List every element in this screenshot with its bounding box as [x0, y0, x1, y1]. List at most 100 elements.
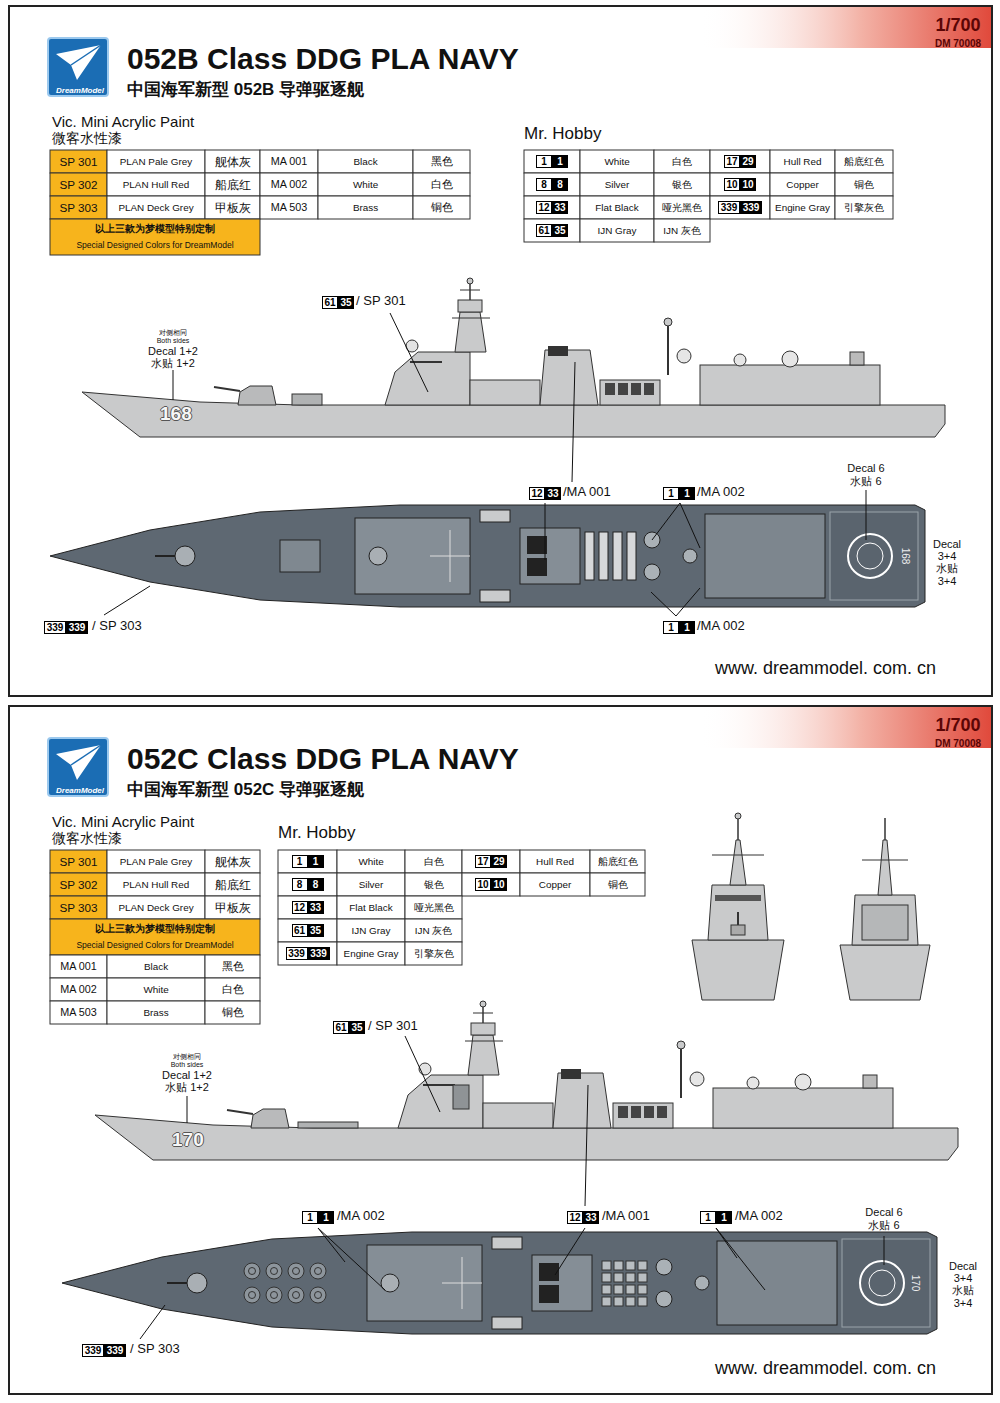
paint-cell: SP 302 — [50, 873, 107, 896]
color-code: 8 — [292, 878, 308, 891]
gun-turret — [731, 925, 745, 935]
radome — [369, 547, 387, 565]
color-code: 339 — [740, 201, 762, 214]
paint-cell: Special Designed Colors for DreamModel — [50, 937, 260, 954]
color-code: 1 — [679, 621, 695, 634]
paint-cell: 白色 — [654, 150, 710, 173]
radome — [747, 1077, 759, 1089]
callout-text: /MA 002 — [735, 1209, 783, 1224]
hangar-roof — [717, 1241, 837, 1325]
callout-text: Decal 1+2 — [162, 1069, 212, 1082]
brand-name: DreamModel — [50, 86, 110, 95]
vls-cell — [614, 1297, 623, 1306]
table-cell-frame — [337, 850, 405, 873]
vls-cell — [626, 1273, 635, 1282]
leader-lines — [104, 313, 884, 1339]
table-cell-frame — [770, 150, 835, 173]
paint-cell: 舰体灰 — [205, 150, 260, 173]
mast-tower — [878, 840, 892, 895]
paint-cell: SP 302 — [50, 173, 107, 196]
table-cell-frame — [278, 942, 337, 965]
paint-cell: MA 503 — [50, 1001, 107, 1024]
vls-hatch — [249, 1268, 256, 1275]
mast-yard — [465, 1041, 503, 1042]
paint-cell: IJN 灰色 — [654, 219, 710, 242]
leader-line — [572, 362, 575, 482]
leader-line — [652, 503, 680, 540]
radome — [782, 351, 798, 367]
paint-cell: 铜色 — [205, 1001, 260, 1024]
table-cell-frame — [205, 173, 260, 196]
mast-light — [735, 813, 741, 819]
bridge-windows — [410, 361, 442, 363]
mast-yard — [862, 860, 908, 861]
callout-text: /MA 002 — [697, 485, 745, 500]
boat — [492, 1317, 522, 1329]
hangar — [713, 1088, 893, 1128]
helipad-ring — [860, 1261, 904, 1305]
table-cell-frame — [205, 1001, 260, 1024]
table-cell-frame — [835, 196, 893, 219]
table-cell-frame — [524, 150, 580, 173]
radome — [656, 1259, 672, 1275]
callout-text: / SP 303 — [130, 1342, 180, 1357]
table-cell-frame — [107, 1001, 205, 1024]
color-code: 339 — [82, 1344, 104, 1357]
table-heading: Vic. Mini Acrylic Paint — [52, 813, 194, 830]
leader-line — [866, 490, 867, 540]
table-cell-frame — [50, 955, 107, 978]
ciws — [850, 352, 864, 365]
paint-cell: 船底红 — [205, 873, 260, 896]
color-code: 1 — [302, 1211, 318, 1224]
leader-line — [680, 503, 700, 548]
helipad-ring — [869, 1270, 895, 1296]
color-code: 10 — [491, 878, 507, 891]
color-code: 12 — [529, 487, 545, 500]
ship-top-052c — [62, 1232, 937, 1334]
table-cell-frame — [405, 896, 462, 919]
paint-cell: 白色 — [413, 173, 470, 196]
boat — [480, 510, 510, 522]
color-code: 1 — [663, 487, 679, 500]
paint-cell: PLAN Hull Red — [107, 173, 205, 196]
aft-mast-top — [677, 1041, 685, 1049]
radome — [795, 1074, 811, 1090]
gun-turret — [175, 546, 195, 566]
callout-text: /MA 001 — [602, 1209, 650, 1224]
missile-canister — [585, 532, 594, 580]
vls-cell — [626, 1261, 635, 1270]
paint-cell: Hull Red — [520, 850, 590, 873]
vls-cell — [602, 1285, 611, 1294]
table-cell-frame — [318, 150, 413, 173]
vls-cell — [266, 1263, 282, 1279]
sheet-subtitle: 中国海军新型 052B 导弹驱逐舰 — [127, 80, 364, 100]
mast-pole — [469, 282, 471, 300]
color-code: 1 — [292, 855, 308, 868]
gun-turret — [238, 386, 276, 405]
funnel-top — [520, 528, 580, 584]
paint-cell: IJN Gray — [580, 219, 654, 242]
paint-cell: Black — [107, 955, 205, 978]
color-code: 1 — [700, 1211, 716, 1224]
table-cell-frame — [50, 873, 107, 896]
table-heading: 微客水性漆 — [52, 830, 122, 846]
callout-text: / SP 301 — [368, 1019, 418, 1034]
midship — [613, 1103, 673, 1128]
vls-cell — [638, 1261, 647, 1270]
callout-text: Both sides — [157, 337, 190, 345]
gun-turret — [187, 1273, 207, 1293]
callout-text: 3+4 — [938, 550, 957, 563]
leader-line — [187, 1096, 188, 1123]
missile-canister — [644, 383, 654, 395]
mast-yard — [452, 318, 490, 319]
paint-cell: MA 002 — [50, 978, 107, 1001]
midship — [600, 380, 660, 405]
paint-cell: 引擎灰色 — [405, 942, 462, 965]
missile-canister — [631, 383, 641, 395]
callout-text: Both sides — [171, 1061, 204, 1069]
color-code: 1 — [536, 155, 552, 168]
table-cell-frame — [524, 219, 580, 242]
paint-cell: IJN Gray — [337, 919, 405, 942]
table-cell-frame — [710, 150, 770, 173]
leader-line — [405, 1036, 440, 1112]
